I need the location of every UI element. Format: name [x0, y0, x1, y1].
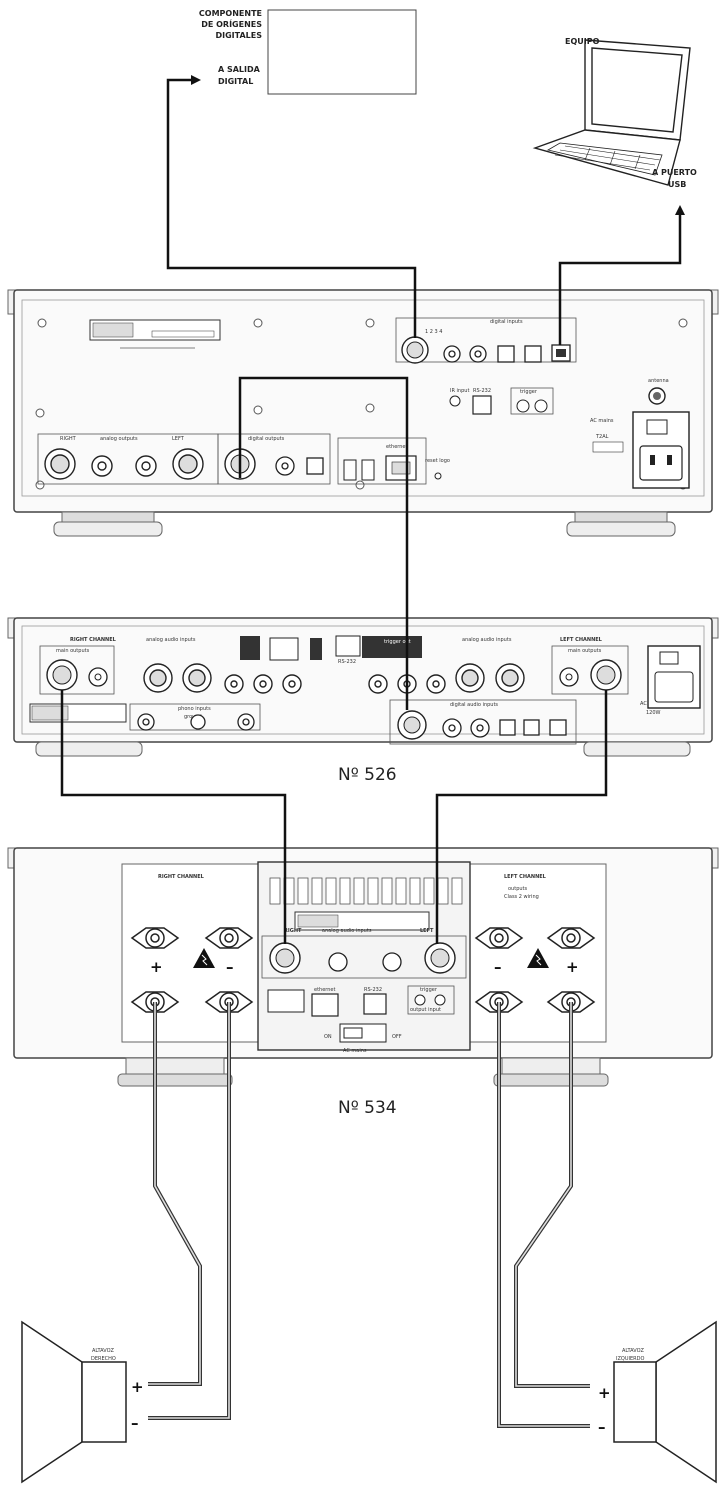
dac-ir-text: IR input: [450, 388, 469, 394]
speaker-right-minus: –: [131, 1414, 139, 1432]
cable-usb: [558, 205, 685, 345]
pre-phono-text: phono inputs: [178, 706, 211, 712]
speaker-right-icon: [21, 1320, 127, 1484]
speaker-right-label-1: ALTAVOZ: [92, 1348, 115, 1354]
dac-ethernet-text: ethernet: [386, 444, 407, 450]
amp-right-minus: –: [226, 958, 234, 976]
to-usb-label-1: A PUERTO: [652, 168, 697, 177]
amp-right-plus: +: [150, 958, 163, 976]
amp-on-text: ON: [324, 1034, 332, 1040]
dac-reset-text: reset logo: [425, 458, 450, 464]
amp-ac-mains-text: AC mains: [343, 1048, 367, 1054]
amp-model-label: Nº 534: [338, 1098, 397, 1118]
to-digital-out-label-1: A SALIDA: [218, 65, 261, 74]
amp-right-text: RIGHT: [284, 928, 302, 934]
to-usb-label-2: USB: [668, 180, 686, 189]
pre-left-channel-text: LEFT CHANNEL: [560, 637, 603, 643]
pre-trigger-text: trigger out: [384, 639, 411, 645]
dac-analog-outputs-text: analog outputs: [100, 436, 138, 442]
dac-usb-input: [551, 344, 571, 362]
dac-ac-mains-text: AC mains: [590, 418, 614, 424]
digital-source-label-3: DIGITALES: [215, 31, 262, 40]
amp-left-channel-text: LEFT CHANNEL: [504, 874, 547, 880]
preamp-rear-panel: RIGHT CHANNEL LEFT CHANNEL main outputs …: [7, 617, 719, 757]
amp-ethernet-text: ethernet: [314, 987, 335, 993]
dac-aes-xlr-input: [401, 336, 429, 364]
pre-aes-xlr-input: [397, 710, 427, 740]
to-digital-out-label-2: DIGITAL: [218, 77, 253, 86]
pre-power-text: 120W: [646, 710, 661, 716]
amp-left-plus: +: [566, 958, 579, 976]
pre-digital-inputs-text: digital audio inputs: [450, 702, 498, 708]
dac-right-text: RIGHT: [60, 436, 77, 442]
digital-source-label-1: COMPONENTE: [199, 9, 262, 18]
digital-source-label-2: DE ORÍGENES: [201, 18, 262, 29]
speaker-right-label-2: DERECHO: [91, 1356, 116, 1362]
amp-rs232-text: RS-232: [364, 987, 382, 993]
pre-right-channel-text: RIGHT CHANNEL: [70, 637, 117, 643]
speaker-left-icon: [613, 1320, 717, 1484]
pre-analog-inputs-right-text: analog audio inputs: [146, 637, 196, 643]
amp-xlr-right-input: [269, 942, 301, 974]
pre-main-outputs-left-text: main outputs: [568, 648, 602, 654]
cable-dac-to-pre: [238, 376, 409, 710]
dac-left-text: LEFT: [172, 436, 185, 442]
amp-left-text: LEFT: [420, 928, 434, 934]
warning-icon: [193, 948, 549, 968]
speaker-left-label-1: ALTAVOZ: [622, 1348, 645, 1354]
laptop-icon: [532, 39, 691, 186]
speaker-right-plus: +: [131, 1378, 144, 1396]
amp-right-channel-text: RIGHT CHANNEL: [158, 874, 205, 880]
dac-rear-panel: digital inputs 1 2 3 4 IR input RS-232 t…: [7, 289, 719, 537]
amp-off-text: OFF: [392, 1034, 402, 1040]
cable-pre-right-to-amp: [60, 690, 287, 944]
dac-digital-inputs-text: digital inputs: [490, 319, 523, 325]
cable-digital-source: [166, 75, 417, 338]
speaker-left-label-2: IZQUIERDO: [616, 1356, 644, 1362]
dac-digital-outputs-text: digital outputs: [248, 436, 285, 442]
amp-trigger-text: trigger: [420, 987, 438, 993]
dac-trigger-text: trigger: [520, 389, 538, 395]
speaker-left-plus: +: [598, 1384, 611, 1402]
pre-main-outputs-right-text: main outputs: [56, 648, 90, 654]
amp-outputs-text: outputs: [508, 886, 527, 892]
pre-rs232-text: RS-232: [338, 659, 356, 665]
amp-rear-panel: RIGHT analog audio inputs LEFT ethernet …: [7, 847, 719, 1087]
dac-aes-text: 1 2 3 4: [425, 329, 443, 335]
pre-analog-inputs-left-text: analog audio inputs: [462, 637, 512, 643]
speaker-left-minus: –: [598, 1418, 606, 1436]
amp-left-minus: –: [494, 958, 502, 976]
amp-xlr-left-input: [424, 942, 456, 974]
preamp-model-label: Nº 526: [338, 765, 397, 785]
pre-main-xlr-right: [46, 659, 78, 691]
amp-trigger-sub-text: output input: [410, 1007, 441, 1013]
computer-label: EQUIPO: [565, 37, 600, 46]
cable-pre-left-to-amp: [435, 690, 608, 944]
amp-analog-inputs-text: analog audio inputs: [322, 928, 372, 934]
dac-rs232-text: RS-232: [473, 388, 491, 394]
pre-main-xlr-left: [590, 659, 622, 691]
amp-outputs-sub-text: Class 2 wiring: [504, 894, 539, 900]
dac-fuse-text: T2AL: [595, 434, 609, 440]
dac-antenna-text: antenna: [648, 378, 669, 384]
digital-source-box: [267, 9, 417, 95]
